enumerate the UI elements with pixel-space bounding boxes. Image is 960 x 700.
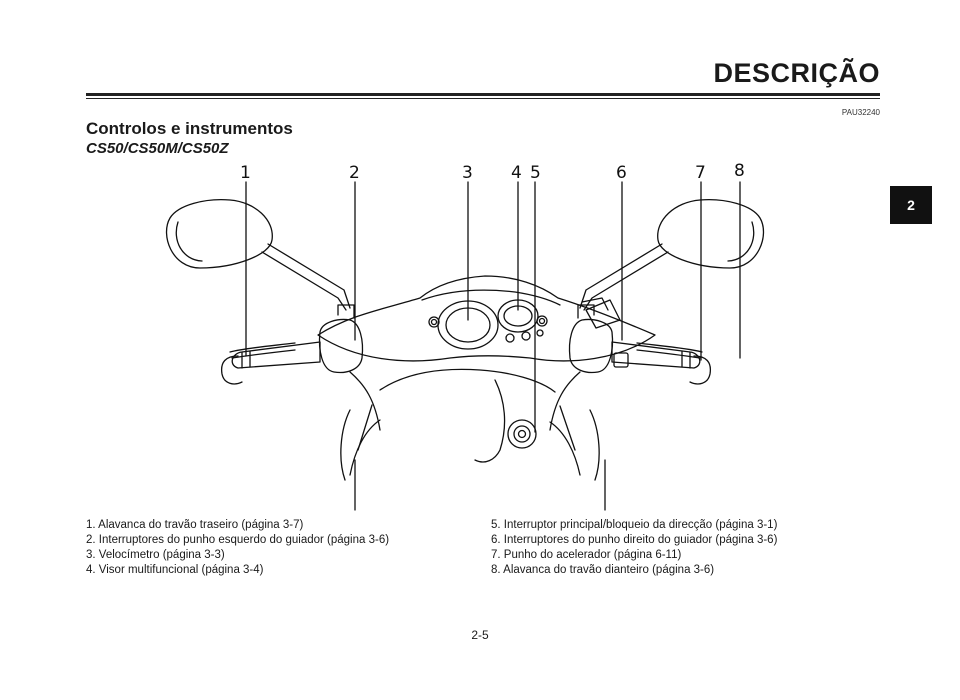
ignition-switch [507, 419, 537, 449]
reference-code: PAU32240 [841, 108, 880, 117]
legend-item: 4. Visor multifuncional (página 3-4) [86, 564, 264, 576]
callout-3: 3 [462, 163, 473, 183]
header-rule-thin [86, 98, 880, 99]
legend-item: 1. Alavanca do travão traseiro (página 3… [86, 519, 304, 531]
left-mirror [165, 199, 273, 269]
legend-item: 6. Interruptores do punho direito do gui… [491, 534, 778, 546]
callout-1: 1 [240, 163, 251, 183]
callout-2: 2 [349, 163, 360, 183]
handlebar-illustration: 1 2 3 4 5 6 7 8 [165, 161, 765, 511]
handlebar-cover [317, 275, 656, 362]
right-switch-housing [568, 318, 614, 374]
page-heading: Controlos e instrumentos [86, 119, 293, 138]
callout-8: 8 [734, 161, 745, 181]
left-mirror-stem [261, 243, 351, 311]
left-brake-lever [229, 342, 296, 359]
legend-item: 2. Interruptores do punho esquerdo do gu… [86, 534, 390, 546]
section-title: DESCRIÇÃO [713, 58, 880, 88]
callout-7: 7 [695, 163, 706, 183]
callout-4: 4 [511, 163, 522, 183]
legend-item: 3. Velocímetro (página 3-3) [86, 549, 225, 561]
legend-item: 7. Punho do acelerador (página 6-11) [491, 549, 682, 561]
legend-right: 5. Interruptor principal/bloqueio da dir… [491, 518, 777, 578]
page-number: 2-5 [471, 628, 489, 642]
leg-shield [349, 371, 581, 431]
legend-left: 1. Alavanca do travão traseiro (página 3… [86, 518, 389, 578]
right-brake-lever [636, 342, 703, 359]
legend-item: 5. Interruptor principal/bloqueio da dir… [491, 519, 778, 531]
right-mirror-stem [579, 243, 669, 311]
callout-5: 5 [530, 163, 541, 183]
right-mirror [657, 199, 765, 269]
legend-item: 8. Alavanca do travão dianteiro (página … [491, 564, 715, 576]
right-grip [611, 341, 701, 369]
model-subheading: CS50/CS50M/CS50Z [86, 140, 229, 157]
left-bar-end [220, 355, 243, 385]
chapter-tab: 2 [890, 186, 932, 224]
left-switch-housing [318, 318, 364, 374]
callout-6: 6 [616, 163, 627, 183]
right-bar-end [689, 355, 712, 385]
header-rule-thick [86, 93, 880, 96]
